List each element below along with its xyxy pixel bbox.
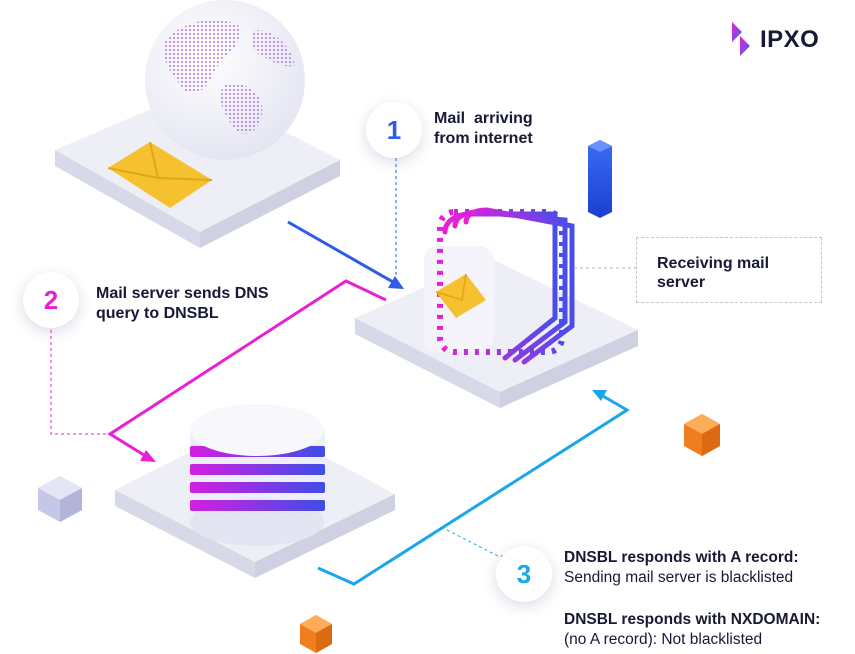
cube-icon <box>684 414 720 456</box>
response-a-record: DNSBL responds with A record: Sending ma… <box>564 548 799 588</box>
receiving-server-callout: Receiving mail server <box>636 237 822 303</box>
step-3-badge: 3 <box>496 546 552 602</box>
response-nxdomain-detail: (no A record): Not blacklisted <box>564 630 820 650</box>
response-nxdomain: DNSBL responds with NXDOMAIN: (no A reco… <box>564 610 820 650</box>
response-a-record-title: DNSBL responds with A record: <box>564 548 799 568</box>
step-2-badge: 2 <box>23 272 79 328</box>
step-2-line-1: Mail server sends DNS <box>96 284 269 304</box>
step-1-number: 1 <box>387 115 401 146</box>
brand-name: IPXO <box>760 26 819 54</box>
receiving-server-line-2: server <box>657 273 807 292</box>
step-1-badge: 1 <box>366 102 422 158</box>
cube-icon <box>38 476 82 522</box>
ipxo-logo: IPXO <box>728 18 819 62</box>
receiving-server-line-1: Receiving mail <box>657 254 807 273</box>
step-2-number: 2 <box>44 285 58 316</box>
step-2-label: Mail server sends DNS query to DNSBL <box>96 284 269 324</box>
step-1-line-1: Mail arriving <box>434 109 533 129</box>
ipxo-logo-icon <box>728 18 756 62</box>
step-2-line-2: query to DNSBL <box>96 304 269 324</box>
blue-bar-decoration <box>588 140 612 218</box>
step-1-label: Mail arriving from internet <box>434 109 533 149</box>
response-a-record-detail: Sending mail server is blacklisted <box>564 568 799 588</box>
database-icon <box>190 404 325 546</box>
globe-icon <box>145 0 305 160</box>
step-3-number: 3 <box>517 559 531 590</box>
arrow-internet-to-server <box>288 222 404 289</box>
receiving-server-label: Receiving mail server <box>657 254 807 292</box>
step-1-line-2: from internet <box>434 129 533 149</box>
response-nxdomain-title: DNSBL responds with NXDOMAIN: <box>564 610 820 630</box>
cube-icon <box>300 615 332 653</box>
